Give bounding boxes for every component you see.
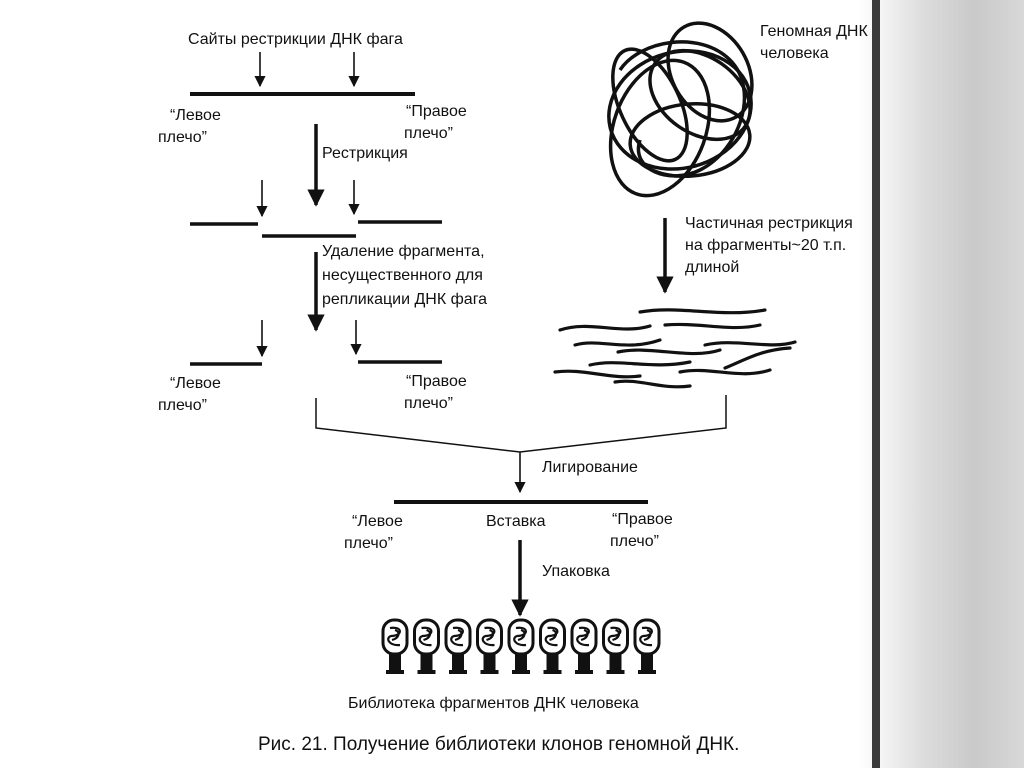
ligation-label: Лигирование (542, 459, 638, 476)
right-arm-label-2b: плечо” (404, 395, 453, 412)
left-arm-label-1b: плечо” (158, 129, 207, 146)
genomic-label-1: Геномная ДНК (760, 23, 868, 40)
genomic-label-2: человека (760, 45, 829, 62)
removal-label-2: несущественного для (322, 267, 483, 284)
left-arm-label-3b: плечо” (344, 535, 393, 552)
insert-label: Вставка (486, 513, 546, 530)
phage-particle (507, 618, 535, 674)
phage-particle (539, 618, 566, 674)
right-arm-label-2a: “Правое (406, 373, 467, 390)
phage-sites-label: Сайты рестрикции ДНК фага (188, 31, 403, 48)
page-edge-shadow (858, 0, 1024, 768)
page-edge-line (872, 0, 880, 768)
library-label: Библиотека фрагментов ДНК человека (348, 695, 639, 712)
removal-label-1: Удаление фрагмента, (322, 243, 485, 260)
partial-restriction-label-2: на фрагменты~20 т.п. (685, 237, 847, 254)
right-arm-label-3b: плечо” (610, 533, 659, 550)
left-arm-label-2b: плечо” (158, 397, 207, 414)
merge-bracket (315, 395, 727, 453)
restriction-label: Рестрикция (322, 145, 408, 162)
phage-particle-library (381, 618, 661, 674)
left-arm-label-2a: “Левое (170, 375, 221, 392)
phage-particle (633, 618, 661, 674)
left-arm-label-1a: “Левое (170, 107, 221, 124)
figure-caption: Рис. 21. Получение библиотеки клонов ген… (258, 734, 740, 755)
genomic-fragments (553, 308, 797, 389)
phage-particle (476, 618, 503, 674)
partial-restriction-label-1: Частичная рестрикция (685, 215, 853, 232)
phage-particle (570, 618, 598, 674)
partial-restriction-label-3: длиной (685, 259, 740, 276)
phage-particle (602, 618, 629, 674)
right-arm-label-1b: плечо” (404, 125, 453, 142)
right-arm-label-1a: “Правое (406, 103, 467, 120)
packaging-label: Упаковка (542, 563, 610, 580)
right-arm-label-3a: “Правое (612, 511, 673, 528)
removal-label-3: репликации ДНК фага (322, 291, 488, 308)
phage-particle (381, 618, 409, 674)
phage-particle (444, 618, 472, 674)
left-arm-label-3a: “Левое (352, 513, 403, 530)
phage-particle (413, 618, 440, 674)
genomic-dna-tangle (607, 21, 754, 198)
